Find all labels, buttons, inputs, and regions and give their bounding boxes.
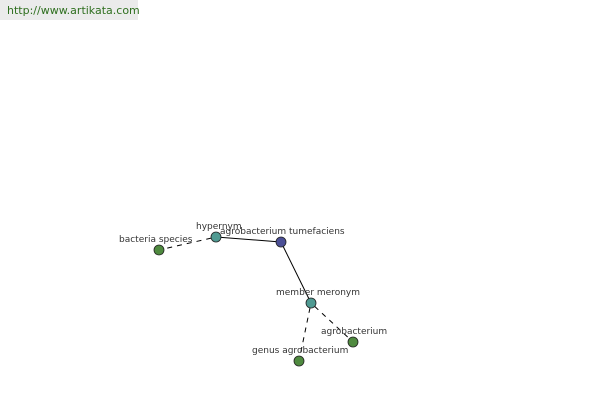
node-agrobacterium[interactable]	[347, 336, 359, 348]
edge-member-meronym-to-agrobacterium	[314, 306, 350, 339]
node-label-agrobacterium: agrobacterium	[321, 327, 387, 337]
nodes-layer	[153, 231, 359, 367]
node-bacteria-species[interactable]	[153, 244, 165, 256]
node-hypernym[interactable]	[210, 231, 222, 243]
node-genus-agrobacterium[interactable]	[293, 355, 305, 367]
labels-layer: agrobacterium tumefacienshypernymbacteri…	[119, 222, 387, 356]
node-label-bacteria-species: bacteria species	[119, 235, 193, 245]
edges-layer	[163, 236, 350, 357]
edge-member-meronym-to-genus-agrobacterium	[299, 307, 311, 357]
node-label-genus-agrobacterium: genus agrobacterium	[252, 346, 348, 356]
node-member-meronym[interactable]	[305, 297, 317, 309]
edge-agrobacterium-tumefaciens-to-hypernym	[220, 236, 277, 243]
edge-agrobacterium-tumefaciens-to-member-meronym	[282, 246, 310, 299]
node-label-member-meronym: member meronym	[276, 288, 360, 298]
node-label-agrobacterium-tumefaciens: agrobacterium tumefaciens	[220, 227, 345, 237]
site-url-text: http://www.artikata.com	[7, 4, 140, 17]
site-url-link[interactable]: http://www.artikata.com	[0, 0, 140, 20]
edge-hypernym-to-bacteria-species	[163, 237, 212, 250]
node-label-hypernym: hypernym	[196, 222, 242, 232]
node-agrobacterium-tumefaciens[interactable]	[275, 236, 287, 248]
